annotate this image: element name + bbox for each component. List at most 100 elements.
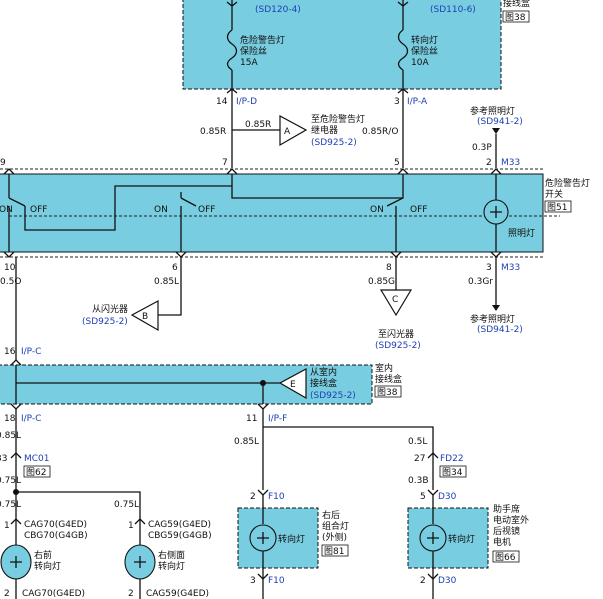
- ref-left[interactable]: (SD120-4): [255, 5, 301, 15]
- lower-wire-b: 0.75L: [0, 476, 21, 486]
- ref-light-bottom-ref[interactable]: (SD941-2): [477, 325, 523, 335]
- switch-pin9: 9: [0, 158, 6, 168]
- sw-blade-2: [180, 197, 197, 207]
- top-junction-box: [182, 0, 502, 90]
- connector-a-label2: 继电器: [311, 124, 338, 136]
- connector-c-ref[interactable]: (SD925-2): [375, 341, 421, 351]
- rear-lamp-cross: [257, 532, 269, 544]
- sw-off-3: OFF: [410, 205, 427, 215]
- rear-conn-bottom[interactable]: F10: [268, 576, 285, 586]
- rear-label1: 右后: [322, 509, 340, 521]
- wire-label-085ro: 0.85R/O: [362, 127, 398, 137]
- connector-c-letter: C: [392, 295, 398, 305]
- fuse-left-line1: 危险警告灯: [240, 34, 285, 46]
- switch-name2: 开关: [545, 188, 563, 200]
- pin3-number: 3: [394, 97, 400, 107]
- connector-a-arrow[interactable]: [279, 114, 308, 147]
- ref-light-top-ref[interactable]: (SD941-2): [477, 117, 523, 127]
- connector-c-label: 至闪光器: [378, 328, 414, 340]
- wire-label-05o: 0.5O: [0, 277, 21, 287]
- sw-on-1: ON: [0, 205, 13, 215]
- switch-fig: 图51: [547, 202, 567, 213]
- front-code1: CAG70(G4ED): [24, 520, 87, 530]
- mirror-conn-bottom[interactable]: D30: [438, 576, 457, 586]
- top-arrow-left: [226, 1, 238, 7]
- pin3-connector[interactable]: I/P-A: [407, 97, 428, 107]
- mirror-lamp-cross: [427, 532, 439, 544]
- fuse-left-line2: 保险丝: [240, 45, 267, 57]
- pin33-connector[interactable]: MC01: [24, 454, 50, 464]
- side-bottom-pin: 2: [128, 589, 134, 599]
- mirror-conn27[interactable]: FD22: [440, 454, 464, 464]
- connector-a-ref[interactable]: (SD925-2): [311, 138, 357, 148]
- top-fig: 图38: [505, 12, 526, 23]
- front-lamp-cross: [10, 556, 22, 568]
- pin18-connector[interactable]: I/P-C: [21, 414, 41, 424]
- mirror-pin27: 27: [414, 454, 425, 464]
- switch-name1: 危险警告灯: [545, 177, 590, 189]
- lower-wire-a: 0.85L: [0, 431, 21, 441]
- ref-light-top-arrow: [492, 128, 500, 134]
- switch-bottom-conn[interactable]: M33: [501, 263, 520, 273]
- junction-mid-label1: 室内: [375, 362, 393, 374]
- connector-e-ref[interactable]: (SD925-2): [310, 391, 356, 401]
- wire-mirror: [263, 426, 434, 490]
- mirror-conn-top[interactable]: D30: [438, 492, 457, 502]
- side-bottom-code: CAG59(G4ED): [146, 589, 209, 599]
- pin16-connector[interactable]: I/P-C: [21, 347, 41, 357]
- rear-bottom-mark: [257, 573, 269, 580]
- wire-label-085l: 0.85L: [154, 277, 179, 287]
- rear-pin-bottom: 3: [250, 576, 256, 586]
- top-junction-label: 接线盒: [503, 0, 530, 9]
- rear-label3: (外侧): [322, 531, 347, 543]
- fig66-frame: [492, 550, 520, 563]
- pin5-mark: [397, 168, 409, 175]
- wire-to-side-lamp: [16, 491, 141, 560]
- sw-int-link-b: [231, 174, 403, 199]
- pin14-connector[interactable]: I/P-D: [236, 97, 257, 107]
- pin6-mark: [175, 251, 187, 258]
- switch-pin6: 6: [172, 263, 178, 273]
- connector-a-label1: 至危险警告灯: [311, 113, 365, 125]
- switch-pin7: 7: [222, 158, 228, 168]
- pin33-fig: 图62: [26, 467, 46, 478]
- wire-pin6-to-b: [158, 257, 182, 316]
- sw-blade-3: [386, 174, 404, 207]
- sw-int-link-a: [24, 185, 232, 231]
- rear-wire: 0.85L: [234, 437, 259, 447]
- rear-lamp-text: 转向灯: [278, 533, 305, 545]
- ref-right[interactable]: (SD110-6): [430, 5, 476, 15]
- rear-conn-top[interactable]: F10: [268, 492, 285, 502]
- switch-lamp-label: 照明灯: [508, 228, 535, 239]
- mirror-label1: 助手席: [493, 503, 520, 515]
- fuse-right-line2: 保险丝: [411, 45, 438, 57]
- pin18-mark: [10, 403, 22, 410]
- hazard-switch-box: [0, 173, 544, 253]
- pin33-number: 33: [0, 454, 7, 464]
- connector-e-letter: E: [290, 380, 296, 390]
- rear-top-mark: [257, 489, 269, 496]
- rear-fig: 图81: [324, 546, 344, 557]
- wire-label-085r-a: 0.85R: [245, 120, 271, 130]
- junction-mid-label2: 接线盒: [375, 373, 402, 385]
- mirror-pin-bottom: 2: [420, 576, 426, 586]
- switch-pin10: 10: [4, 263, 16, 273]
- sw-off-1: OFF: [30, 205, 47, 215]
- connector-b-arrow[interactable]: [130, 299, 159, 332]
- mirror-bottom-mark: [427, 573, 439, 580]
- pin11-number: 11: [246, 414, 257, 424]
- front-label2: 转向灯: [34, 560, 61, 572]
- front-bottom-code: CAG70(G4ED): [22, 589, 85, 599]
- top-arrow-right: [397, 1, 409, 7]
- fig38-frame: [502, 10, 530, 23]
- connector-c-arrow[interactable]: [379, 289, 413, 317]
- connector-b-label: 从闪光器: [92, 303, 128, 315]
- ref-light-bottom-label: 参考照明灯: [470, 313, 515, 325]
- connector-e-arrow[interactable]: [278, 367, 307, 400]
- side-label1: 右侧面: [158, 549, 185, 561]
- switch-top-conn[interactable]: M33: [501, 158, 520, 168]
- connector-b-letter: B: [142, 312, 148, 322]
- pin11-connector[interactable]: I/P-F: [268, 414, 287, 424]
- connector-b-ref[interactable]: (SD925-2): [82, 317, 128, 327]
